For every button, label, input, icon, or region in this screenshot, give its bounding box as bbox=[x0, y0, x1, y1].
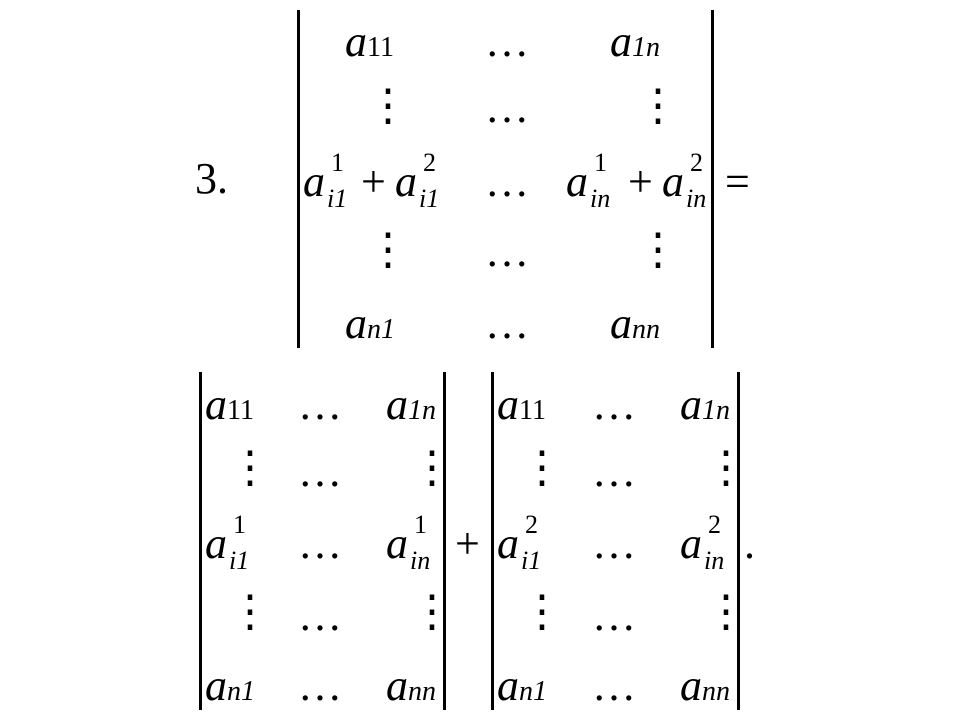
br-r4-vdots-left: ⋮ bbox=[520, 587, 564, 636]
br-ann: ann bbox=[680, 661, 730, 710]
top-det-left-bar bbox=[297, 10, 300, 348]
bl-det-left-bar bbox=[199, 372, 202, 710]
top-r2-vdots-left: ⋮ bbox=[366, 81, 410, 130]
br-r3-hdots: … bbox=[592, 519, 636, 568]
bl-r2-hdots: … bbox=[298, 447, 342, 496]
plus-sign: + bbox=[455, 519, 480, 568]
final-period: . bbox=[744, 519, 755, 568]
br-r2-hdots: … bbox=[592, 447, 636, 496]
br-det-left-bar bbox=[491, 372, 494, 710]
equals-sign: = bbox=[725, 157, 750, 206]
top-det-right-bar bbox=[711, 10, 714, 348]
bl-ann: ann bbox=[386, 661, 436, 710]
br-r4-vdots-right: ⋮ bbox=[704, 587, 748, 636]
br-det-right-bar bbox=[737, 372, 740, 710]
bl-a1n: a1n bbox=[386, 380, 436, 429]
bl-r2-vdots-right: ⋮ bbox=[410, 443, 454, 492]
bl-an1: an1 bbox=[205, 661, 255, 710]
top-r3-hdots: … bbox=[485, 157, 529, 206]
br-r2-vdots-left: ⋮ bbox=[520, 443, 564, 492]
bl-det-right-bar bbox=[443, 372, 446, 710]
top-r4-vdots-left: ⋮ bbox=[366, 225, 410, 274]
top-r2-hdots: … bbox=[485, 83, 529, 132]
bl-r4-vdots-right: ⋮ bbox=[410, 587, 454, 636]
bl-a11: a11 bbox=[205, 380, 254, 429]
bl-r4-vdots-left: ⋮ bbox=[228, 587, 272, 636]
top-r1-hdots: … bbox=[485, 17, 529, 66]
top-ann: ann bbox=[610, 299, 660, 348]
br-r1-hdots: … bbox=[592, 380, 636, 429]
br-an1: an1 bbox=[497, 661, 547, 710]
br-r4-hdots: … bbox=[592, 591, 636, 640]
bl-r5-hdots: … bbox=[298, 661, 342, 710]
bl-r4-hdots: … bbox=[298, 591, 342, 640]
bl-r1-hdots: … bbox=[298, 380, 342, 429]
br-a11: a11 bbox=[497, 380, 546, 429]
top-a11: a11 bbox=[345, 17, 394, 66]
top-r4-vdots-right: ⋮ bbox=[636, 225, 680, 274]
bl-r2-vdots-left: ⋮ bbox=[228, 443, 272, 492]
br-r2-vdots-right: ⋮ bbox=[704, 443, 748, 492]
top-r4-hdots: … bbox=[485, 227, 529, 276]
br-r5-hdots: … bbox=[592, 661, 636, 710]
bl-r3-hdots: … bbox=[298, 519, 342, 568]
top-r5-hdots: … bbox=[485, 299, 529, 348]
top-an1: an1 bbox=[345, 299, 395, 348]
top-a1n: a1n bbox=[610, 17, 660, 66]
item-number: 3. bbox=[195, 154, 228, 203]
top-r2-vdots-right: ⋮ bbox=[636, 81, 680, 130]
br-a1n: a1n bbox=[680, 380, 730, 429]
